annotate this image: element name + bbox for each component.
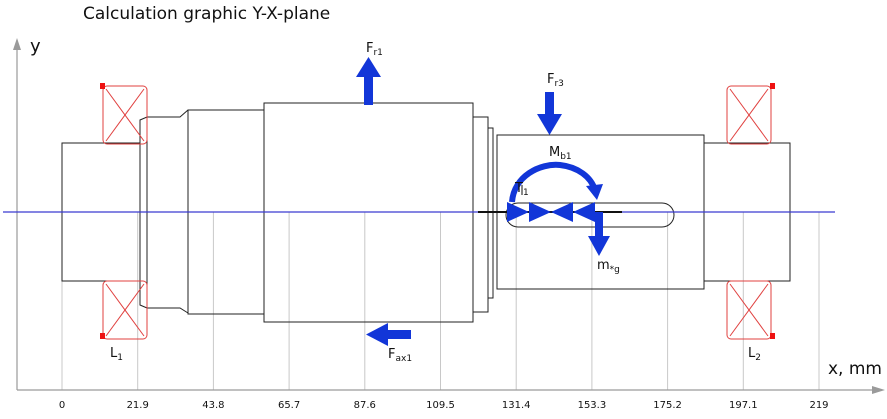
bearing-left-top-marker — [100, 83, 105, 89]
force-label-fr3: Fr3 — [547, 72, 564, 89]
bearing-left-bottom — [102, 280, 148, 340]
x-axis-arrowhead — [872, 386, 885, 394]
x-tick-label: 65.7 — [278, 400, 300, 411]
bearing-left-bottom-marker — [100, 333, 105, 339]
grid-lines — [61, 212, 820, 390]
keyway-slot — [505, 202, 675, 228]
x-tick-label: 219 — [809, 400, 828, 411]
bearing-right-top — [726, 85, 772, 145]
torque-t1-arrow-icon — [478, 185, 622, 222]
x-tick-label: 87.6 — [354, 400, 376, 411]
x-tick-label: 109.5 — [426, 400, 455, 411]
x-tick-label: 175.2 — [653, 400, 682, 411]
x-axis-label: x, mm — [828, 359, 882, 379]
bearing-right-bottom — [726, 280, 772, 340]
x-tick-label: 153.3 — [578, 400, 607, 411]
y-axis-label: y — [30, 36, 41, 57]
bearing-label-l2: L2 — [748, 346, 761, 363]
moment-label-mb1: Mb1 — [549, 145, 572, 162]
force-fax1-arrow-icon — [366, 323, 411, 346]
force-label-fax1: Fax1 — [388, 347, 412, 364]
x-tick-label: 21.9 — [127, 400, 149, 411]
x-tick-labels: 0 21.9 43.8 65.7 87.6 109.5 131.4 153.3 175.2 197… — [59, 400, 829, 411]
force-fr3-arrow-icon — [537, 92, 562, 135]
bearing-label-l1: L1 — [110, 346, 123, 363]
force-fr1-arrow-icon — [356, 57, 381, 105]
x-tick-label: 0 — [59, 400, 65, 411]
axes: y x, mm — [13, 36, 885, 394]
x-tick-label: 43.8 — [202, 400, 224, 411]
x-tick-label: 197.1 — [729, 400, 758, 411]
diagram-title: Calculation graphic Y-X-plane — [83, 4, 331, 24]
bearing-left-top — [102, 85, 148, 145]
weight-mg-arrow-icon — [588, 212, 610, 256]
force-label-fr1: Fr1 — [366, 41, 383, 58]
moment-mb1-arrow-icon — [509, 161, 603, 203]
shaft-right-shoulder — [473, 116, 494, 313]
torque-label-t1: T1 — [514, 181, 529, 198]
bearing-right-top-marker — [770, 83, 775, 89]
bearing-right-bottom-marker — [770, 333, 775, 339]
x-tick-label: 131.4 — [502, 400, 531, 411]
weight-label-mg: m*g — [597, 258, 620, 275]
y-axis-arrowhead — [13, 38, 21, 50]
